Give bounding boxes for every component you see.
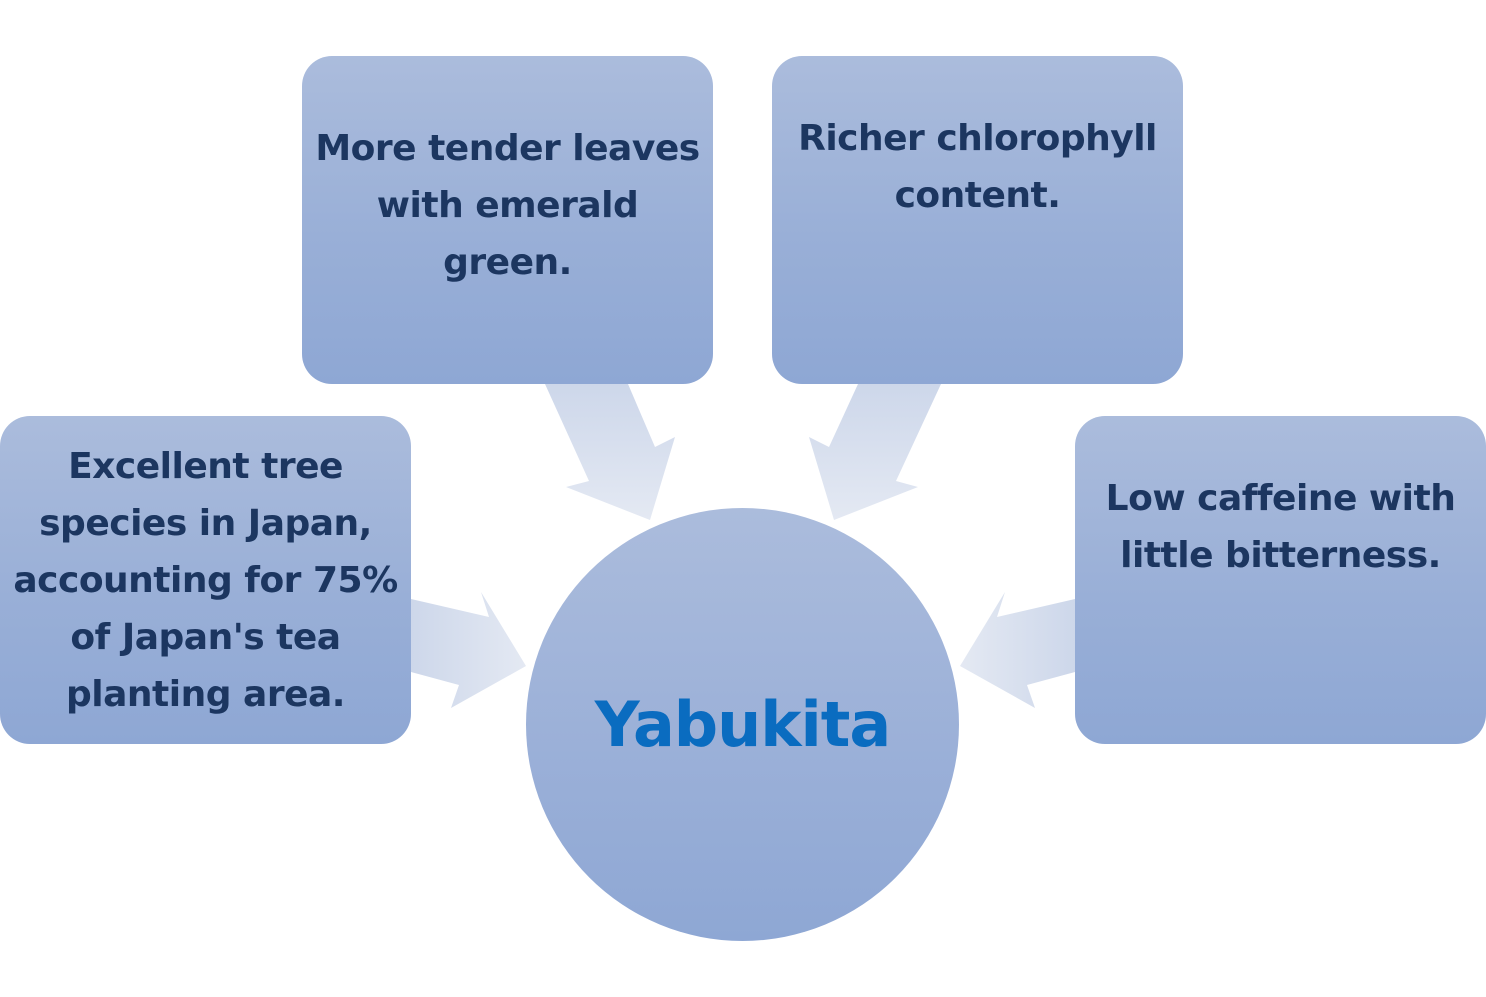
node-tree-species: Excellent tree species in Japan, account…	[0, 416, 411, 744]
node-chlorophyll: Richer chlorophyll content.	[772, 56, 1183, 384]
node-low-caffeine-text: Low caffeine with little bitterness.	[1105, 478, 1456, 576]
node-tender-leaves: More tender leaves with emerald green.	[302, 56, 713, 384]
node-chlorophyll-text: Richer chlorophyll content.	[798, 118, 1157, 216]
node-tree-species-text: Excellent tree species in Japan, account…	[13, 445, 398, 715]
center-node-label: Yabukita	[594, 688, 892, 761]
arrow-right	[960, 592, 1075, 708]
arrow-top-left	[545, 384, 675, 520]
center-node: Yabukita	[526, 508, 959, 941]
arrow-top-right	[809, 384, 941, 520]
arrow-left	[411, 592, 526, 708]
node-tender-leaves-text: More tender leaves with emerald green.	[315, 127, 700, 283]
node-low-caffeine: Low caffeine with little bitterness.	[1075, 416, 1486, 744]
